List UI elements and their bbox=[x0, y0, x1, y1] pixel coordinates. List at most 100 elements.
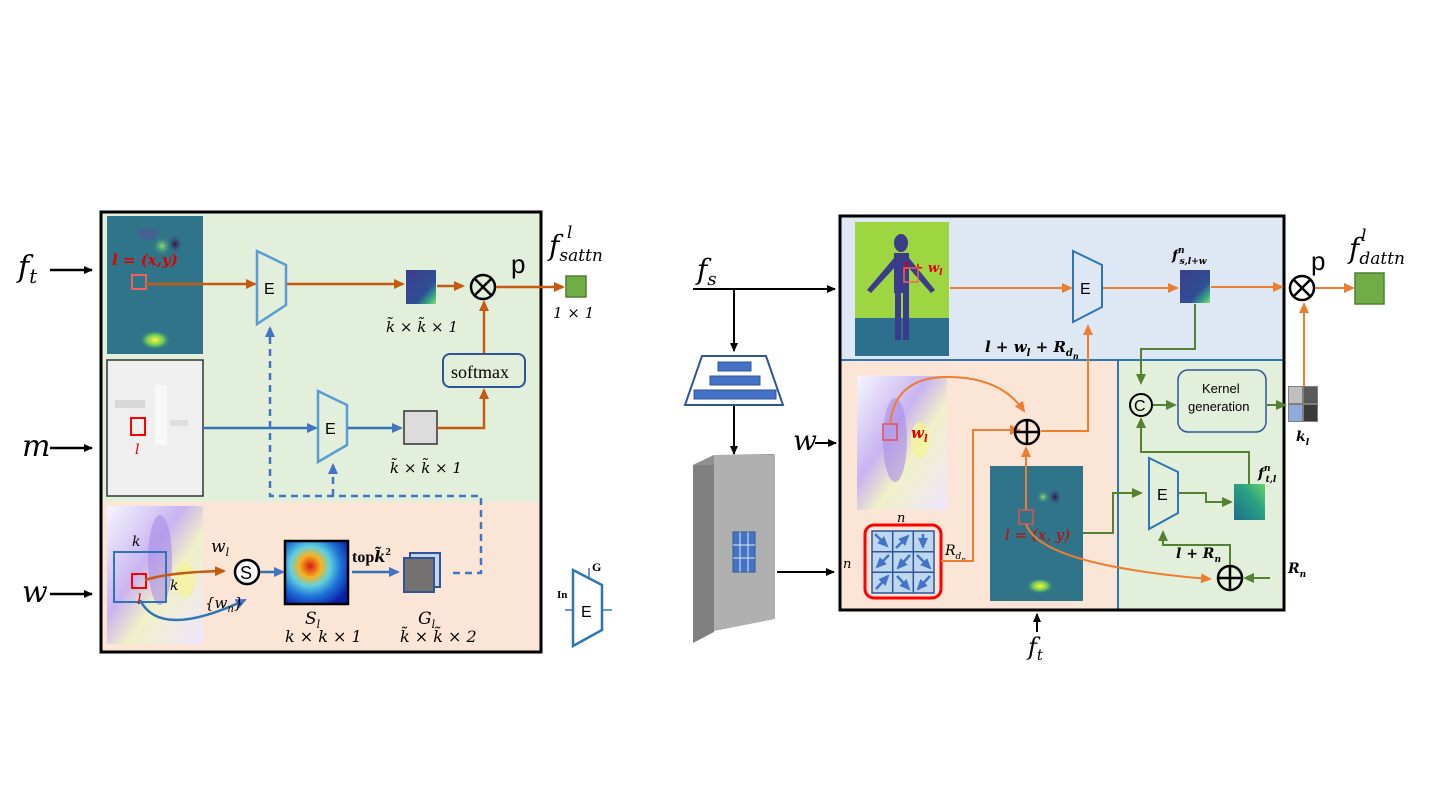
patch-mid-dim: k̃ × k̃ × 1 bbox=[390, 458, 462, 477]
mask-location-label: l bbox=[135, 442, 139, 458]
arrow-target-to-encoder-right bbox=[1083, 488, 1143, 534]
left-diagram: ft m w l = (x,y) l bbox=[16, 210, 612, 654]
similarity-operator: S bbox=[233, 558, 261, 586]
kernel-generation-box bbox=[1177, 369, 1267, 433]
flow-image-right bbox=[857, 376, 947, 510]
offset-arrows bbox=[874, 533, 932, 591]
encoder-right bbox=[1148, 456, 1179, 531]
feature-patch-top bbox=[406, 270, 436, 304]
output-dattn bbox=[1354, 272, 1385, 305]
arrow-Rdn-to-add bbox=[941, 425, 1021, 562]
k-top-label: k bbox=[132, 534, 140, 550]
w-location-box bbox=[131, 573, 147, 589]
n-side-label: n bbox=[843, 557, 851, 572]
p-label-left: p bbox=[511, 249, 525, 279]
fs-feature-patch bbox=[1180, 270, 1210, 303]
encoder-top-label: E bbox=[264, 281, 275, 298]
topk-label: topk̃2 bbox=[352, 545, 391, 566]
source-image bbox=[855, 222, 949, 356]
svg-text:In: In bbox=[557, 589, 567, 601]
p-label-right: p bbox=[1311, 246, 1325, 276]
input-fs-label: fs bbox=[695, 253, 717, 290]
G-dim: k̃ × k̃ × 2 bbox=[400, 626, 477, 646]
ft-feature-patch bbox=[1234, 484, 1265, 520]
input-w-label-right: w bbox=[793, 424, 817, 457]
target-feature-map-right bbox=[990, 466, 1083, 601]
Rn-label: Rn bbox=[1287, 561, 1306, 580]
svg-text:S: S bbox=[240, 563, 252, 583]
target-location-label: l = (x, y) bbox=[1005, 526, 1070, 544]
arrow-ftl-to-concat bbox=[1136, 417, 1250, 484]
encoder-right-label: E bbox=[1157, 487, 1168, 504]
kernel-generation-line1: Kernel bbox=[1202, 381, 1240, 396]
concat-operator: C bbox=[1129, 393, 1153, 417]
l-plus-wl-label: l + wl bbox=[903, 261, 943, 278]
G-stack bbox=[403, 552, 441, 593]
arrow-encoder-to-ftl bbox=[1179, 492, 1233, 507]
kernel-kl bbox=[1288, 386, 1318, 422]
input-w-label: w bbox=[22, 575, 48, 610]
multiply-operator-left bbox=[469, 273, 497, 301]
flow-image-left bbox=[107, 506, 203, 644]
n-top-label: n bbox=[897, 511, 905, 526]
l-plus-Rn-label: l + Rn bbox=[1176, 546, 1221, 565]
mask-image bbox=[106, 359, 204, 497]
encoder-mid bbox=[316, 389, 349, 465]
svg-text:G: G bbox=[592, 560, 601, 574]
G-label: Gl bbox=[418, 609, 436, 631]
svg-text:E: E bbox=[581, 604, 592, 621]
mask-patch bbox=[403, 410, 438, 445]
S-label: Sl bbox=[305, 609, 321, 631]
input-ft-label-bottom: ft bbox=[1026, 633, 1044, 664]
location-box bbox=[131, 274, 147, 290]
arrow-mask-patch-to-softmax bbox=[437, 388, 489, 430]
source-location-box bbox=[903, 267, 919, 283]
arrow-wn bbox=[138, 598, 247, 622]
offset-predictor-icon bbox=[683, 355, 785, 406]
guidance-dashed-path bbox=[265, 326, 483, 575]
kl-label: kl bbox=[1296, 429, 1310, 448]
arrow-fs-feat-to-concat bbox=[1136, 304, 1196, 385]
wl-label-right: wl bbox=[911, 424, 928, 445]
patch-top-dim: k̃ × k̃ × 1 bbox=[386, 317, 458, 336]
wl-label: wl bbox=[211, 537, 230, 559]
encoder-top-right-label: E bbox=[1080, 281, 1091, 298]
add-operator-top bbox=[1013, 418, 1041, 446]
similarity-map bbox=[283, 539, 350, 606]
encoder-top-right bbox=[1072, 249, 1103, 324]
softmax-label: softmax bbox=[451, 362, 509, 382]
arrow-wl-to-add bbox=[889, 375, 1026, 425]
arrow-target-to-add-bottom bbox=[1025, 523, 1212, 584]
w-location-label: l bbox=[137, 592, 141, 608]
input-m-label: m bbox=[22, 429, 50, 464]
right-diagram: fs w n ft bbox=[683, 214, 1405, 664]
add-operator-bottom bbox=[1216, 564, 1244, 592]
wn-label: {wn} bbox=[205, 594, 243, 615]
offset-volume bbox=[693, 454, 775, 643]
output-dattn-label: fdattnl bbox=[1347, 226, 1405, 269]
left-frame bbox=[99, 210, 543, 654]
right-frame bbox=[838, 214, 1286, 612]
location-label: l = (x,y) bbox=[112, 251, 178, 269]
k-right-label: k bbox=[170, 578, 178, 594]
output-sattn-label: fsattnl bbox=[547, 223, 603, 266]
encoder-top bbox=[255, 249, 288, 327]
output-sattn bbox=[565, 275, 587, 298]
arrow-add-to-encoder bbox=[1041, 324, 1093, 432]
S-dim: k × k × 1 bbox=[285, 627, 362, 646]
output-sattn-size: 1 × 1 bbox=[553, 304, 594, 322]
svg-text:C: C bbox=[1134, 398, 1146, 415]
arrow-add-to-encoder-right bbox=[1158, 530, 1231, 565]
input-ft-label: ft bbox=[16, 250, 38, 288]
mask-location-box bbox=[130, 417, 146, 436]
kernel-generation-line2: generation bbox=[1188, 399, 1249, 414]
multiply-operator-right bbox=[1288, 274, 1316, 302]
arrow-wl bbox=[144, 566, 226, 582]
encoder-legend: E In G bbox=[557, 560, 612, 649]
encoder-mid-label: E bbox=[325, 421, 336, 438]
l-wl-rdn-label: l + wl + Rdn bbox=[985, 338, 1079, 361]
softmax-box bbox=[442, 353, 526, 388]
